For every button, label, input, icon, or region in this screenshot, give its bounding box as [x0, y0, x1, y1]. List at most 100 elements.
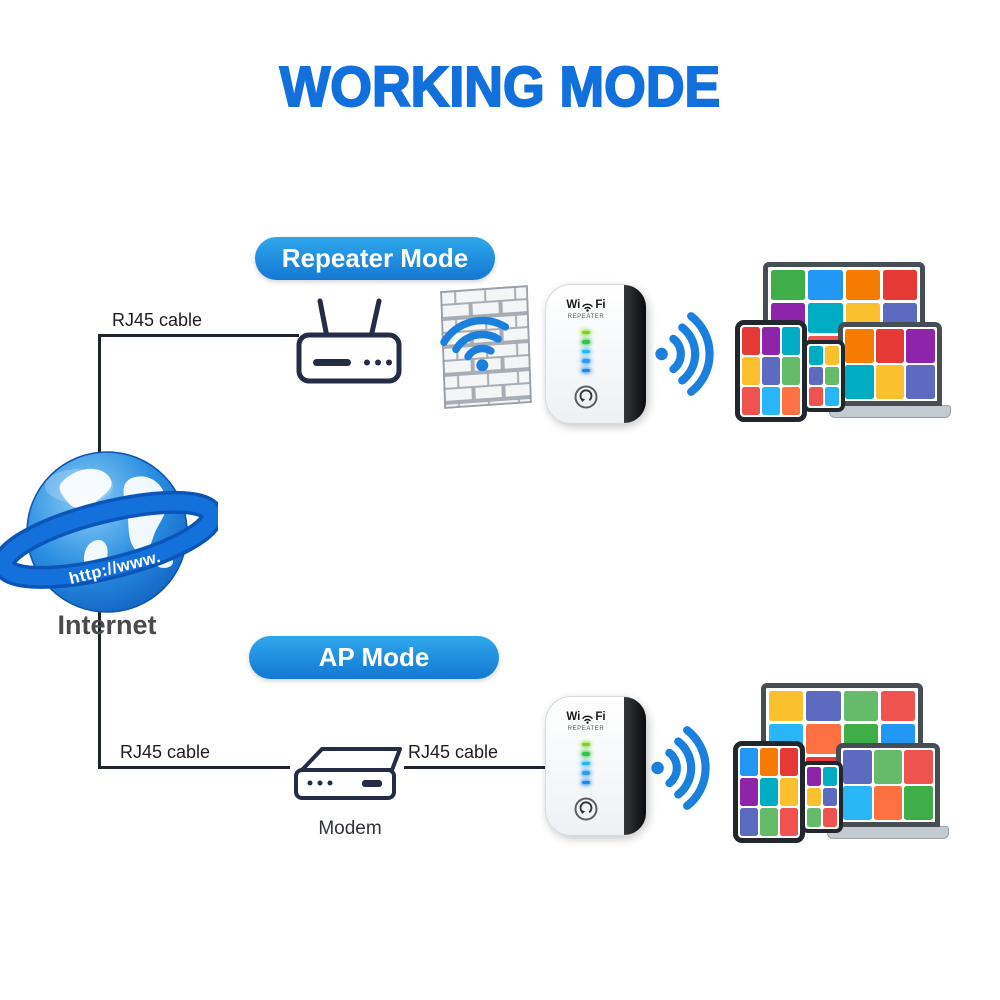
- status-led: [582, 780, 590, 784]
- laptop-screen: [841, 748, 935, 822]
- ap-mode-badge: AP Mode: [249, 636, 499, 679]
- laptop-icon: [827, 743, 949, 839]
- app-tile: [825, 387, 839, 406]
- modem-icon: [294, 747, 402, 800]
- app-tile: [843, 750, 872, 784]
- repeater-model-label: REPEATER: [567, 313, 605, 320]
- status-led: [582, 330, 590, 334]
- app-tile: [880, 691, 915, 721]
- phone-screen: [807, 344, 841, 408]
- app-tile: [760, 808, 778, 836]
- app-tile: [806, 724, 841, 754]
- repeater-led-column: [582, 742, 590, 784]
- modem-label: Modem: [318, 818, 382, 839]
- app-tile: [875, 329, 905, 363]
- app-tile: [823, 808, 837, 827]
- cable-line-top-horizontal: [98, 334, 299, 337]
- app-tile: [782, 357, 800, 385]
- wifi-signal-right-icon: [655, 312, 714, 396]
- laptop-keyboard-base: [829, 405, 951, 418]
- app-tile: [780, 808, 798, 836]
- rj45-label-bottom-right: RJ45 cable: [408, 742, 499, 762]
- repeater-mode-badge: Repeater Mode: [255, 237, 495, 280]
- app-tile: [882, 270, 917, 300]
- app-tile: [904, 750, 933, 784]
- cable-line-top-vertical: [98, 334, 101, 452]
- app-tile: [807, 808, 821, 827]
- app-tile: [873, 786, 903, 820]
- repeater-side-panel: [624, 285, 646, 423]
- tablet-screen: [740, 325, 802, 417]
- app-tile: [780, 778, 798, 806]
- app-tile: [740, 808, 758, 836]
- app-tile: [740, 778, 758, 806]
- status-led: [582, 359, 590, 363]
- app-tile: [807, 787, 821, 807]
- repeater-side-panel: [624, 697, 646, 835]
- app-tile: [762, 387, 780, 415]
- cable-line-bottom-vertical: [98, 608, 101, 768]
- app-tile: [808, 270, 843, 300]
- mini-wifi-icon: [582, 303, 594, 312]
- repeater-model-label: REPEATER: [567, 725, 605, 732]
- internet-label: Internet: [57, 610, 157, 640]
- status-led: [582, 349, 590, 353]
- wps-button-icon: [574, 797, 598, 821]
- app-tile: [809, 387, 823, 406]
- app-tile: [742, 327, 760, 355]
- internet-globe-icon: http://www.: [0, 451, 218, 613]
- status-led: [582, 771, 590, 775]
- repeater-front-panel: Wi Fi REPEATER: [552, 293, 620, 415]
- brand-wi: Wi: [566, 711, 581, 723]
- laptop-icon: [829, 322, 951, 418]
- app-tile: [742, 357, 760, 385]
- repeater-front-panel: Wi Fi REPEATER: [552, 705, 620, 827]
- laptop-keyboard-base: [827, 826, 949, 839]
- wifi-repeater-device: Wi Fi REPEATER: [545, 284, 647, 424]
- repeater-brand: Wi Fi: [566, 299, 606, 312]
- client-devices-cluster: [735, 262, 951, 428]
- app-tile: [906, 329, 935, 363]
- app-tile: [782, 387, 800, 415]
- phone-icon: [801, 761, 843, 833]
- app-tile: [843, 691, 878, 721]
- app-tile: [873, 750, 903, 784]
- wifi-signal-right-icon: [651, 726, 710, 810]
- status-led: [582, 752, 590, 756]
- rj45-label-top: RJ45 cable: [112, 310, 203, 330]
- repeater-brand: Wi Fi: [566, 711, 606, 724]
- app-tile: [742, 387, 760, 415]
- cable-line-bottom-horizontal: [98, 766, 290, 769]
- app-tile: [760, 778, 778, 806]
- status-led: [582, 368, 590, 372]
- wifi-signal-wall-icon: [440, 316, 510, 372]
- app-tile: [875, 365, 905, 399]
- tablet-icon: [735, 320, 807, 422]
- rj45-label-bottom-left: RJ45 cable: [120, 742, 211, 762]
- app-tile: [780, 748, 798, 776]
- app-tile: [843, 786, 872, 820]
- brand-fi: Fi: [595, 711, 606, 723]
- app-tile: [823, 787, 837, 807]
- app-tile: [906, 365, 935, 399]
- app-tile: [845, 365, 874, 399]
- app-tile: [782, 327, 800, 355]
- laptop-screen: [843, 327, 937, 401]
- page-title: WORKING MODE: [279, 54, 721, 120]
- app-tile: [762, 357, 780, 385]
- app-tile: [904, 786, 933, 820]
- status-led: [582, 761, 590, 765]
- app-tile: [771, 270, 806, 300]
- app-tile: [808, 303, 843, 333]
- repeater-led-column: [582, 330, 590, 372]
- app-tile: [769, 691, 804, 721]
- app-tile: [809, 366, 823, 386]
- status-led: [582, 340, 590, 344]
- brand-wi: Wi: [566, 299, 581, 311]
- app-tile: [806, 691, 841, 721]
- app-tile: [845, 270, 880, 300]
- app-tile: [809, 346, 823, 365]
- brand-fi: Fi: [595, 299, 606, 311]
- app-tile: [740, 748, 758, 776]
